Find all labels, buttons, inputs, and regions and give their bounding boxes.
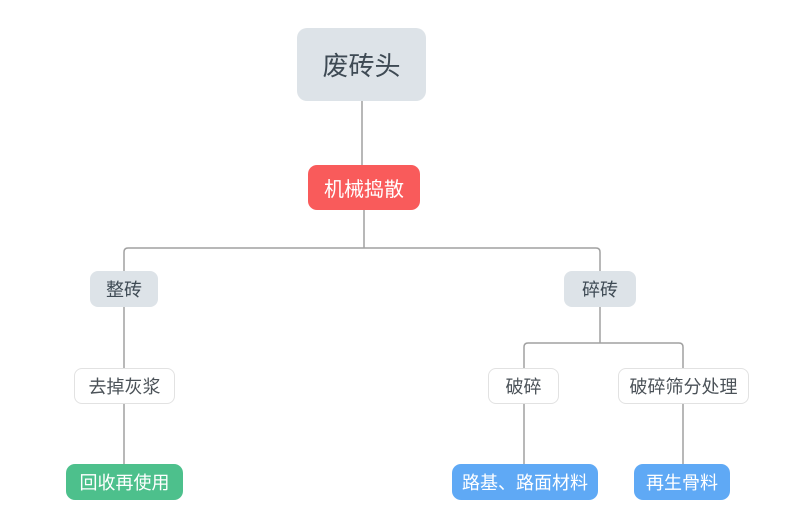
node-broken-brick[interactable]: 碎砖 [564, 271, 636, 307]
node-roadbed-pavement-material[interactable]: 路基、路面材料 [452, 464, 598, 500]
node-waste-brick[interactable]: 废砖头 [297, 28, 426, 101]
edge-branch-level3 [523, 342, 684, 368]
node-remove-mortar[interactable]: 去掉灰浆 [74, 368, 175, 404]
edge-branch-level2 [123, 247, 601, 271]
node-mechanical-breaking[interactable]: 机械捣散 [308, 165, 420, 210]
node-crush-screening[interactable]: 破碎筛分处理 [618, 368, 749, 404]
node-recycled-aggregate[interactable]: 再生骨料 [634, 464, 730, 500]
node-crush[interactable]: 破碎 [488, 368, 559, 404]
node-recycle-reuse[interactable]: 回收再使用 [66, 464, 183, 500]
node-whole-brick[interactable]: 整砖 [90, 271, 158, 307]
